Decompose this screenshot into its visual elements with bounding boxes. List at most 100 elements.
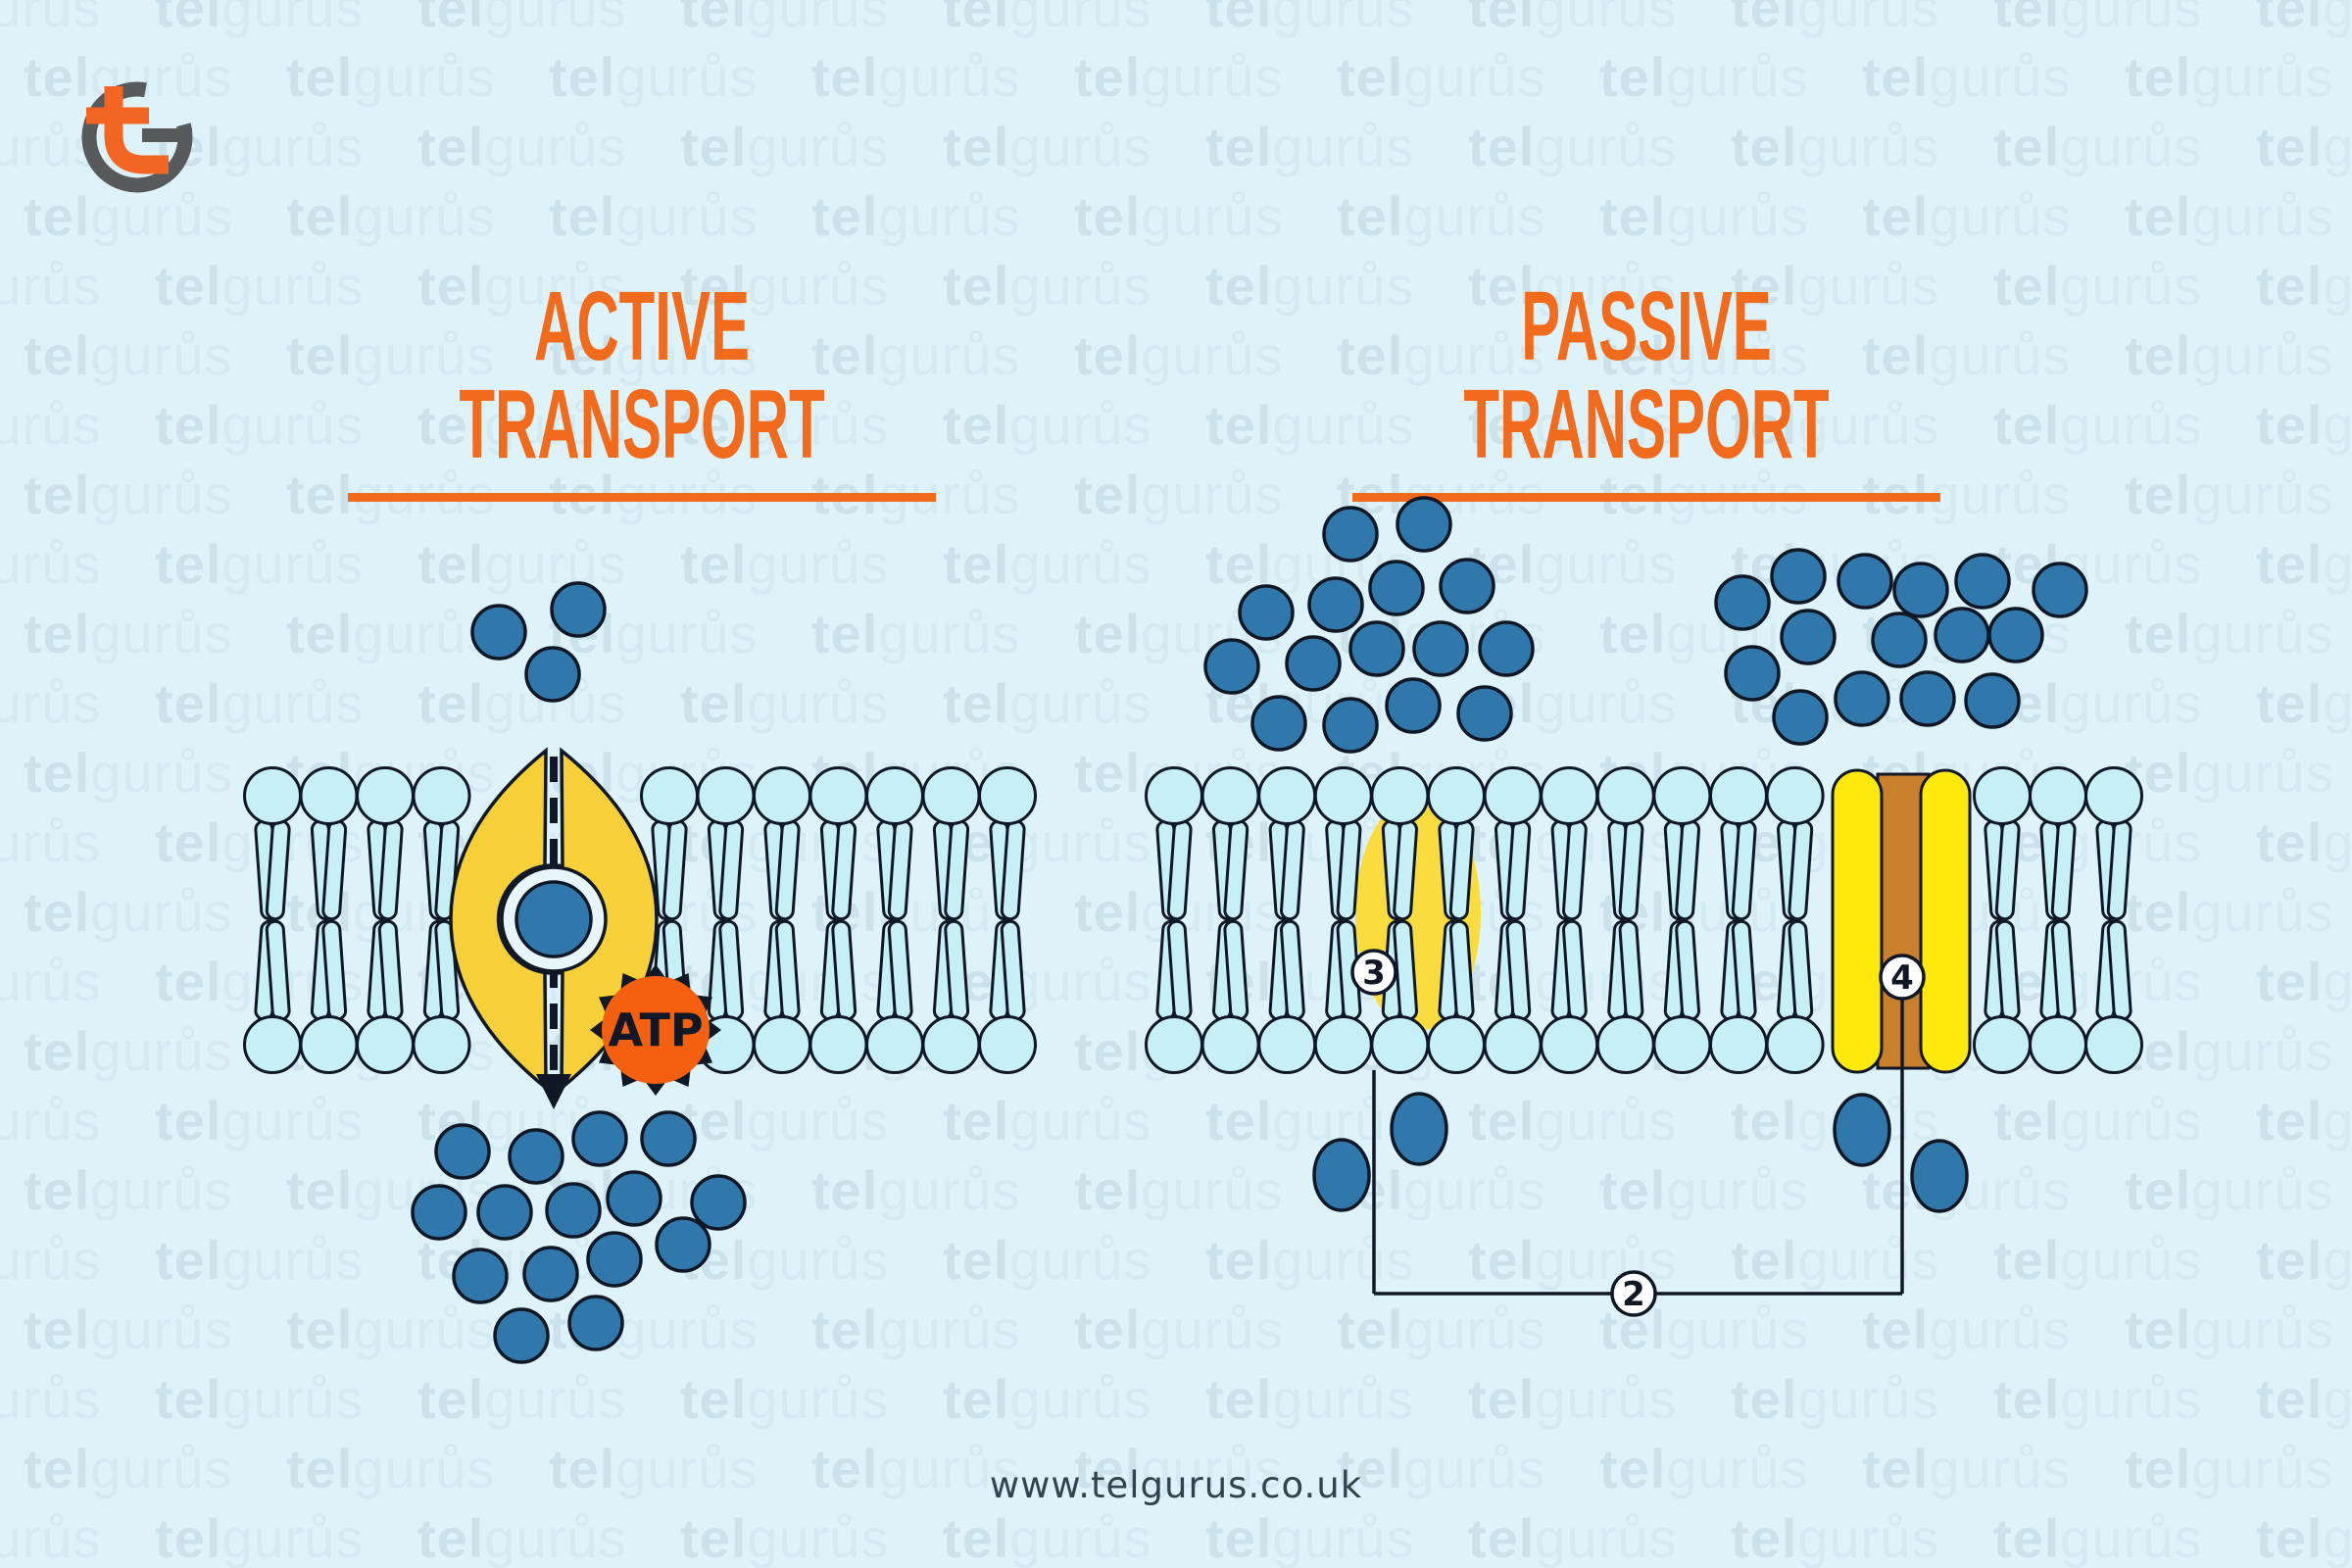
molecule — [1322, 506, 1379, 563]
lipid-head — [921, 766, 981, 825]
atp-label: ATP — [608, 1004, 703, 1056]
channel-left-pillar — [1831, 768, 1884, 1074]
molecule — [1714, 574, 1771, 631]
active-membrane-bilayer — [243, 766, 1037, 1074]
molecule — [1770, 548, 1827, 605]
lipid-head — [696, 766, 756, 825]
lipid-head — [1427, 1015, 1486, 1074]
lipid-head — [2029, 1015, 2087, 1074]
lipid-head — [808, 1015, 868, 1074]
molecule — [1837, 553, 1893, 610]
molecule — [586, 1231, 643, 1288]
molecule — [508, 1128, 564, 1185]
molecule — [1456, 685, 1513, 742]
molecule — [1368, 560, 1425, 616]
molecule — [545, 1182, 602, 1239]
molecule — [1724, 645, 1781, 702]
lipid-head — [808, 766, 868, 825]
molecule — [1396, 496, 1452, 553]
lipid-head — [2084, 1015, 2143, 1074]
molecule — [1772, 689, 1829, 746]
lipid-head — [1595, 1015, 1655, 1074]
lipid-head — [1200, 766, 1260, 825]
label-3: 3 — [1350, 949, 1397, 996]
label-2: 2 — [1610, 1270, 1657, 1317]
lipid-head — [1652, 1015, 1712, 1074]
molecule — [493, 1307, 550, 1364]
transport-direction-arrowhead — [536, 1074, 571, 1109]
active-molecules-outside — [470, 581, 607, 703]
label-4-circle — [1879, 954, 1926, 1001]
lipid-head — [1257, 766, 1317, 825]
active-transport-title: ACTIVE TRANSPORT — [348, 277, 936, 502]
atp-circle — [602, 976, 710, 1084]
lipid-head — [1973, 766, 2032, 825]
lipid-head — [299, 766, 359, 825]
lipid-head — [1313, 1015, 1373, 1074]
lipid-head — [640, 766, 699, 825]
molecule — [1348, 620, 1405, 677]
molecule — [2032, 562, 2088, 618]
lipid-head — [1765, 1015, 1825, 1074]
channel-right-pillar — [1919, 768, 1972, 1074]
lipid-head — [1483, 766, 1543, 825]
lipid-head — [865, 766, 924, 825]
passive-molecules-inside-right — [1833, 1093, 1969, 1213]
molecule — [434, 1123, 491, 1180]
lipid-head — [1540, 1015, 1599, 1074]
passive-molecules-right-outside — [1714, 548, 2088, 746]
lipid-head — [1427, 766, 1486, 825]
molecule — [606, 1170, 662, 1227]
molecule — [1439, 558, 1495, 614]
passive-transport-title: PASSIVE TRANSPORT — [1352, 277, 1940, 502]
molecule — [640, 1110, 697, 1167]
molecule — [1892, 562, 1949, 618]
lipid-head — [1595, 766, 1655, 825]
molecule — [411, 1184, 467, 1241]
lipid-head — [1765, 766, 1825, 825]
molecule — [571, 1110, 628, 1167]
molecule — [1322, 697, 1379, 754]
website-url: www.telgurus.co.uk — [989, 1464, 1363, 1506]
lipid-head — [1313, 766, 1373, 825]
lipid-head — [299, 1015, 359, 1074]
lipid-head — [1370, 1015, 1430, 1074]
molecule — [1910, 1139, 1969, 1213]
molecule — [1871, 612, 1928, 668]
molecule — [690, 1174, 747, 1231]
molecule-in-carrier — [514, 880, 593, 958]
lipid-head — [1145, 766, 1203, 825]
passive-molecules-inside-left — [1312, 1092, 1448, 1212]
label-2-number: 2 — [1622, 1275, 1645, 1314]
lipid-head — [921, 1015, 981, 1074]
label-3-number: 3 — [1362, 954, 1386, 993]
label-4-number: 4 — [1890, 958, 1914, 998]
lipid-head — [412, 1015, 471, 1074]
molecule — [1285, 635, 1342, 692]
lipid-head — [1652, 766, 1712, 825]
molecule — [1987, 607, 2044, 663]
lipid-head — [1709, 1015, 1768, 1074]
telgurus-logo — [81, 81, 193, 193]
molecule — [1780, 609, 1837, 665]
atp-badge: ATP — [590, 964, 721, 1096]
lipid-head — [753, 766, 811, 825]
molecule — [1307, 576, 1364, 633]
lipid-head — [1370, 766, 1430, 825]
molecule — [1312, 1138, 1371, 1212]
molecule — [1834, 670, 1890, 727]
label-3-circle — [1350, 949, 1397, 996]
lipid-head — [978, 1015, 1037, 1074]
lipid-head — [412, 766, 471, 825]
molecule — [1250, 695, 1307, 752]
molecule — [524, 646, 581, 703]
lipid-head — [865, 1015, 924, 1074]
lipid-head — [753, 1015, 811, 1074]
molecule — [1954, 553, 2011, 610]
passive-membrane-bilayer — [1145, 766, 2143, 1074]
lipid-head — [978, 766, 1037, 825]
molecule — [1390, 1092, 1448, 1166]
label-2-circle — [1610, 1270, 1657, 1317]
